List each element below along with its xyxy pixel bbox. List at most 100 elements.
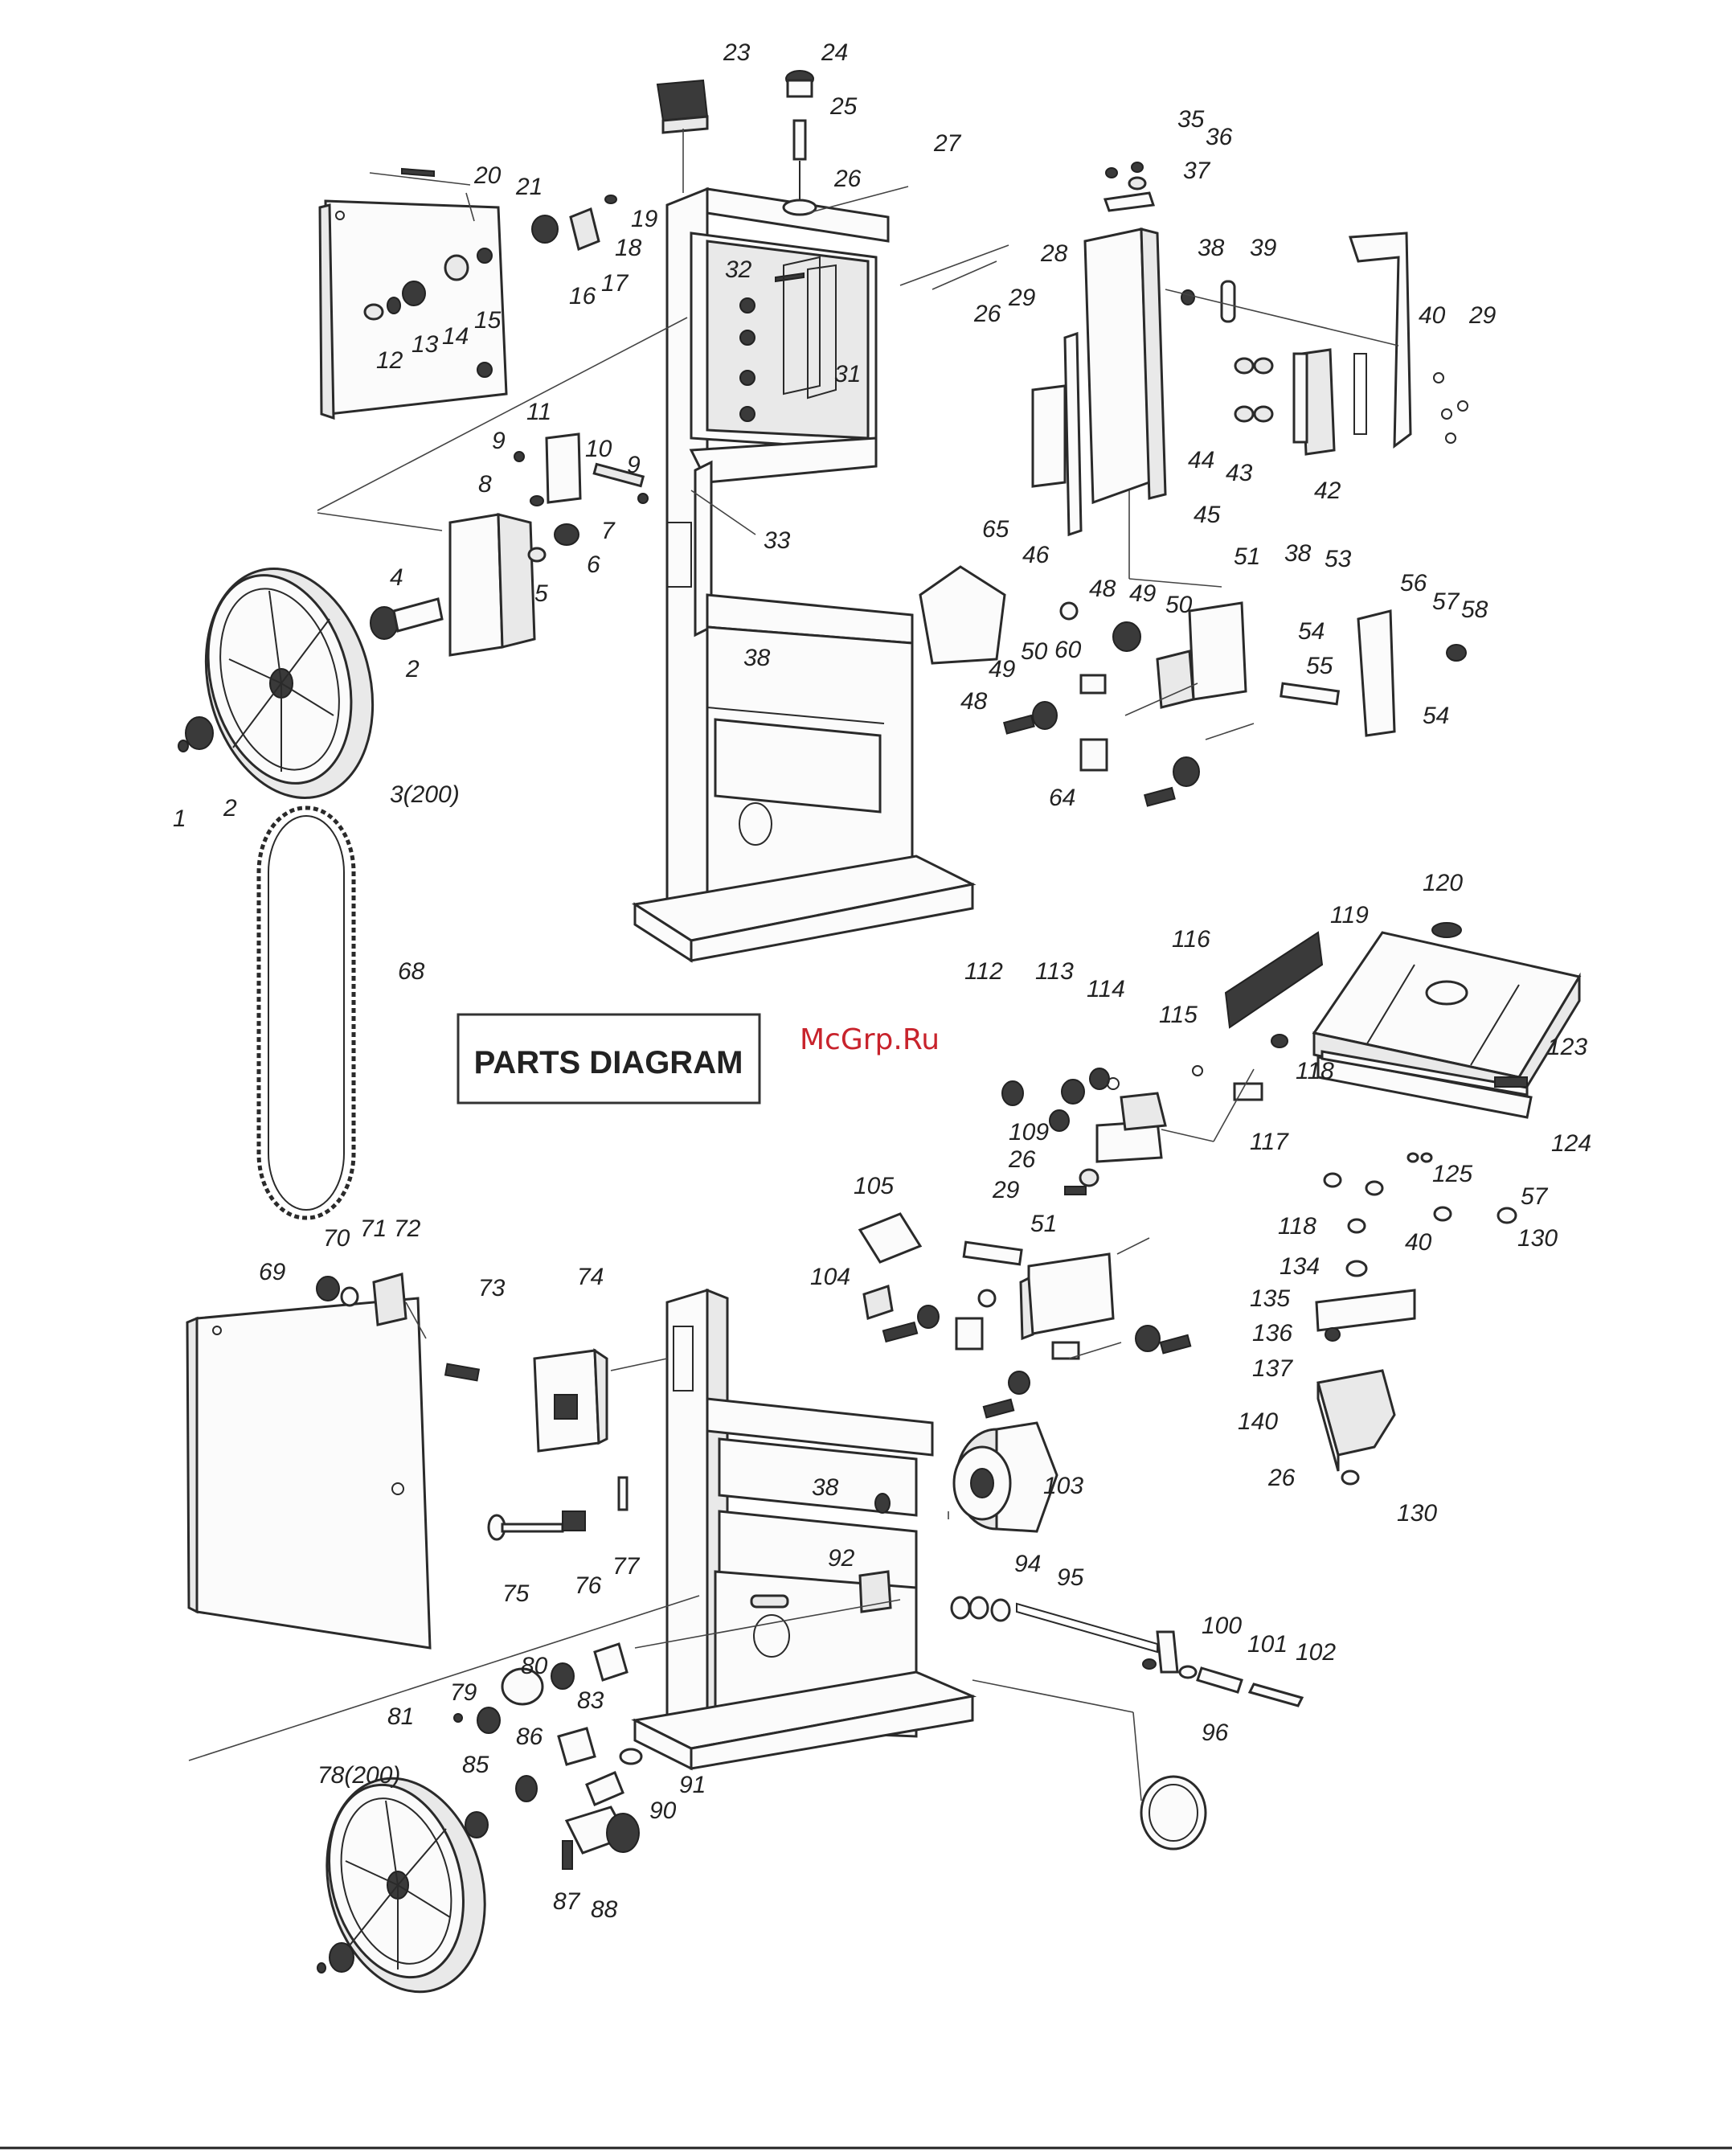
callout-70: 70 <box>323 1225 350 1252</box>
callout-134: 134 <box>1280 1253 1320 1280</box>
callout-26-b: 26 <box>973 301 1001 327</box>
part-78-lower-wheel <box>317 1777 489 1994</box>
callout-51-b: 51 <box>1030 1211 1057 1237</box>
callout-39: 39 <box>1250 235 1277 261</box>
tension-bracket <box>448 432 649 657</box>
callout-91: 91 <box>679 1772 706 1798</box>
callout-18: 18 <box>615 235 642 261</box>
callout-16: 16 <box>569 283 596 309</box>
callout-24: 24 <box>821 39 848 66</box>
callout-114: 114 <box>1087 976 1125 1002</box>
parts-70-77 <box>316 1273 629 1541</box>
callout-88: 88 <box>591 1896 618 1923</box>
callout-95: 95 <box>1057 1564 1084 1591</box>
callout-81: 81 <box>387 1703 414 1730</box>
callout-19: 19 <box>631 206 658 232</box>
callout-140: 140 <box>1238 1408 1278 1435</box>
callout-135: 135 <box>1250 1285 1290 1312</box>
upper-bearing-stack <box>363 195 617 321</box>
callout-12: 12 <box>376 347 403 374</box>
callout-50-a: 50 <box>1165 592 1193 618</box>
callout-2-b: 2 <box>223 795 237 822</box>
tension-shaft <box>950 1596 1304 1851</box>
callout-1: 1 <box>173 805 186 832</box>
callout-80: 80 <box>521 1653 548 1679</box>
callout-56: 56 <box>1400 570 1427 596</box>
callout-38-b: 38 <box>1284 540 1312 567</box>
callout-15: 15 <box>474 307 502 334</box>
callout-123: 123 <box>1547 1034 1587 1060</box>
callout-65: 65 <box>982 516 1009 543</box>
callout-96: 96 <box>1202 1719 1229 1746</box>
callout-25: 25 <box>829 93 858 120</box>
callout-40-a: 40 <box>1419 302 1446 329</box>
callout-7: 7 <box>601 518 616 544</box>
callout-14: 14 <box>442 323 469 350</box>
callout-92: 92 <box>828 1545 855 1572</box>
upper-axle <box>370 597 444 640</box>
part-103-motor <box>952 1421 1058 1533</box>
callout-54-a: 54 <box>1298 618 1325 645</box>
callout-26-c: 26 <box>1008 1146 1036 1173</box>
callout-94: 94 <box>1014 1551 1041 1577</box>
callout-3-200: 3(200) <box>390 781 460 808</box>
trunnion-assembly <box>1001 1034 1288 1195</box>
callout-79: 79 <box>450 1679 477 1706</box>
callout-31: 31 <box>834 361 861 387</box>
callout-21: 21 <box>515 174 543 200</box>
callout-50-b: 50 <box>1021 638 1048 665</box>
callout-130-a: 130 <box>1517 1225 1558 1252</box>
callout-73: 73 <box>478 1275 506 1301</box>
callout-112: 112 <box>964 958 1003 985</box>
callout-29-c: 29 <box>992 1177 1020 1203</box>
callout-48-b: 48 <box>960 688 988 715</box>
callout-77: 77 <box>612 1553 641 1580</box>
part-21-upper-cover <box>318 167 508 420</box>
callout-2-a: 2 <box>405 656 420 682</box>
callout-103: 103 <box>1043 1473 1083 1499</box>
callout-130-b: 130 <box>1397 1500 1437 1527</box>
part-69-lower-cover <box>186 1297 432 1650</box>
callout-102: 102 <box>1296 1639 1336 1666</box>
callout-57-a: 57 <box>1432 588 1460 615</box>
callout-60: 60 <box>1054 637 1082 663</box>
callout-26-d: 26 <box>1267 1465 1296 1491</box>
part-3-upper-wheel <box>178 568 375 799</box>
callout-124: 124 <box>1551 1130 1591 1157</box>
callout-43: 43 <box>1226 460 1253 486</box>
callout-29-b: 29 <box>1468 302 1497 329</box>
lower-frame <box>631 1288 977 1771</box>
upper-guide-post <box>1031 162 1468 537</box>
callout-136: 136 <box>1252 1320 1292 1346</box>
callout-68: 68 <box>398 958 425 985</box>
callout-23: 23 <box>723 39 751 66</box>
callout-51-a: 51 <box>1234 543 1260 570</box>
part-23-cap <box>656 79 709 193</box>
callout-115: 115 <box>1159 1002 1198 1028</box>
callout-69: 69 <box>259 1259 286 1285</box>
callout-38-c: 38 <box>743 645 771 671</box>
callout-118-a: 118 <box>1296 1058 1334 1084</box>
callout-29-a: 29 <box>1008 285 1036 311</box>
callout-64: 64 <box>1049 785 1075 811</box>
callout-58: 58 <box>1461 596 1488 623</box>
callout-137: 137 <box>1252 1355 1293 1382</box>
callout-37: 37 <box>1183 158 1211 184</box>
callout-83: 83 <box>577 1687 604 1714</box>
callout-26-a: 26 <box>833 166 862 192</box>
watermark-text: McGrp.Ru <box>800 1023 940 1056</box>
callout-116: 116 <box>1172 926 1210 953</box>
part-24-knob <box>782 70 817 216</box>
callout-5: 5 <box>534 580 548 607</box>
callout-105: 105 <box>854 1173 894 1199</box>
title-text: PARTS DIAGRAM <box>474 1045 743 1080</box>
callout-55: 55 <box>1306 653 1333 679</box>
callout-9-a: 9 <box>492 428 506 454</box>
part-68-blade <box>256 805 356 1220</box>
callout-35: 35 <box>1177 106 1205 133</box>
callout-4: 4 <box>390 564 403 591</box>
callout-49-a: 49 <box>1129 580 1157 607</box>
callout-20: 20 <box>473 162 502 189</box>
callout-90: 90 <box>649 1797 677 1824</box>
callout-54-b: 54 <box>1423 703 1449 729</box>
